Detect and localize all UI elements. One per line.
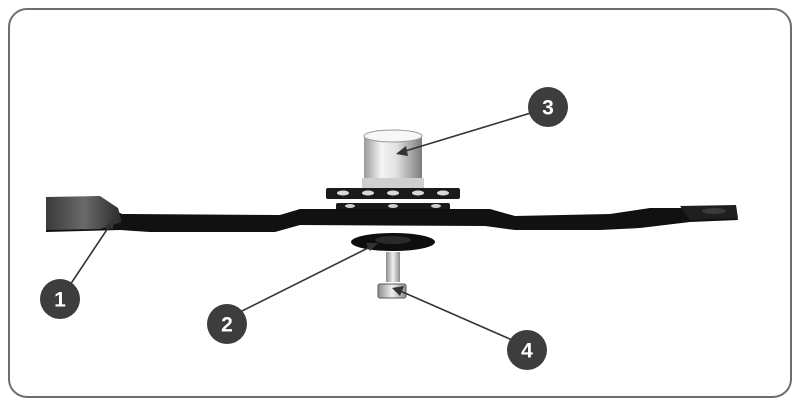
callout-2-number: 2 bbox=[221, 314, 233, 337]
callout-1-leader bbox=[67, 221, 113, 289]
callout-3: 3 bbox=[528, 87, 568, 127]
callout-4: 4 bbox=[507, 330, 547, 370]
upper-adapter-plate bbox=[326, 188, 460, 211]
mower-blade bbox=[46, 196, 738, 232]
callout-4-number: 4 bbox=[521, 340, 533, 363]
spindle-hub bbox=[362, 129, 424, 188]
callout-1: 1 bbox=[40, 279, 80, 319]
lower-washer bbox=[351, 233, 435, 251]
callout-2: 2 bbox=[207, 304, 247, 344]
callout-3-leader bbox=[401, 111, 535, 153]
callout-4-leader bbox=[397, 289, 513, 341]
callout-2-leader bbox=[231, 245, 373, 317]
callout-4-arrowhead bbox=[392, 286, 404, 296]
callout-2-arrowhead bbox=[366, 243, 378, 251]
callout-1-number: 1 bbox=[54, 289, 66, 312]
blade-tip bbox=[46, 196, 122, 230]
callout-3-number: 3 bbox=[542, 97, 554, 120]
callout-3-arrowhead bbox=[396, 146, 408, 156]
callout-1-arrowhead bbox=[104, 218, 114, 229]
